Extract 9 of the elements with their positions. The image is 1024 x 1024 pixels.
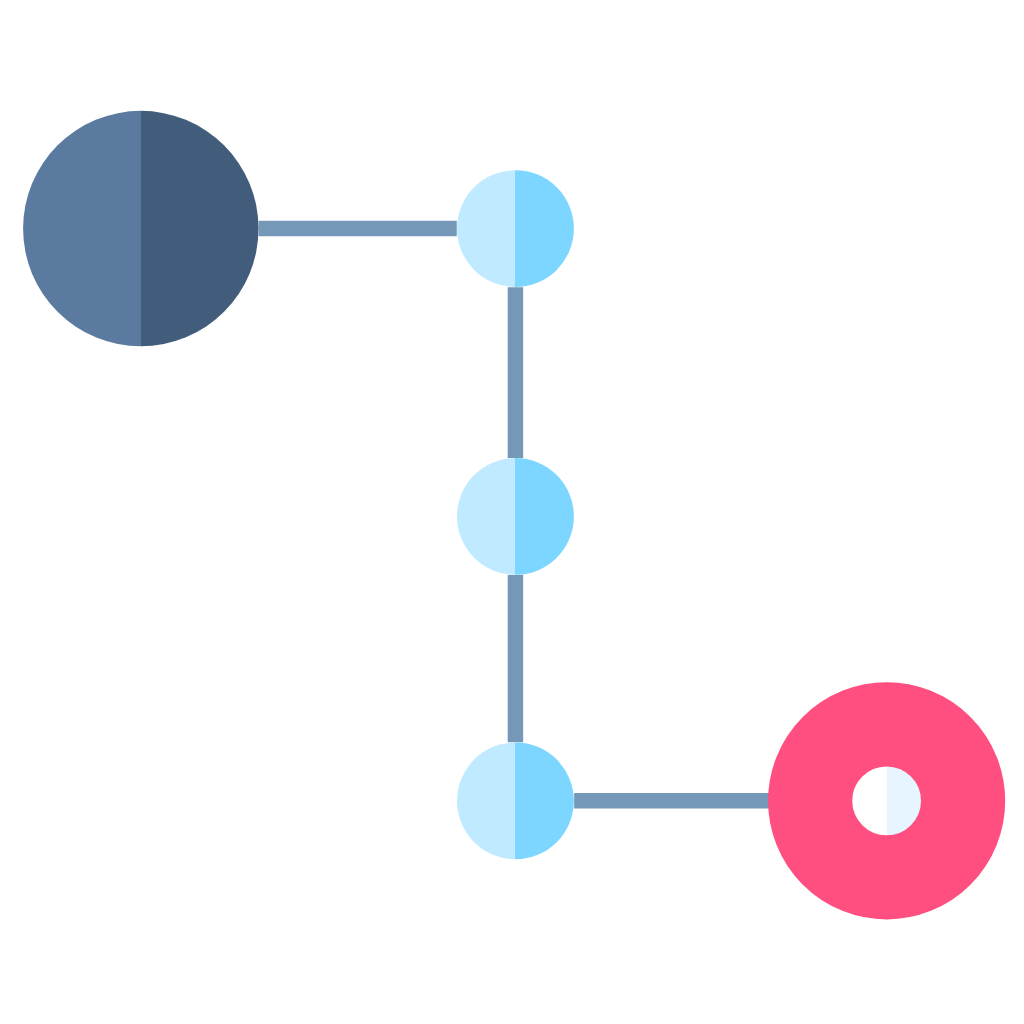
node-circle — [457, 169, 574, 286]
connector — [507, 574, 524, 742]
connector — [507, 286, 524, 457]
node-circle — [23, 109, 259, 346]
node-circle — [457, 741, 574, 859]
connector — [574, 792, 772, 808]
node-circle — [768, 681, 1006, 919]
node-circle — [457, 457, 574, 574]
connector — [258, 219, 457, 236]
